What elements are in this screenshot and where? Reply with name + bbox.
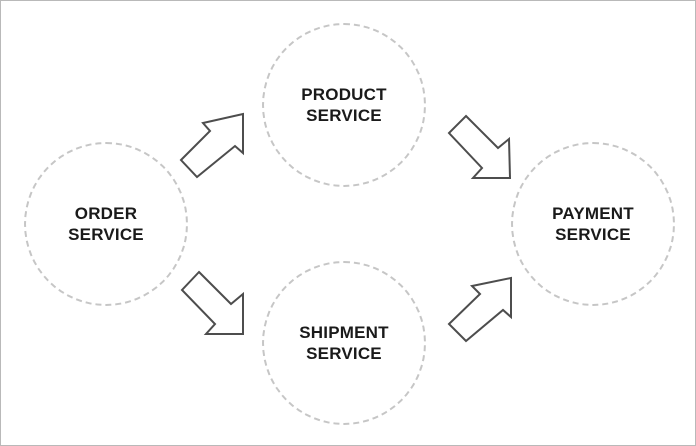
node-product-service: PRODUCT SERVICE [262,23,426,187]
arrow-order-to-shipment [180,270,244,335]
node-shipment-service: SHIPMENT SERVICE [262,261,426,425]
node-order-label: ORDER SERVICE [68,204,144,244]
node-payment-service: PAYMENT SERVICE [511,142,675,306]
arrow-product-to-payment [447,114,512,179]
arrow-order-to-product [179,112,244,179]
node-order-service: ORDER SERVICE [24,142,188,306]
node-shipment-label: SHIPMENT SERVICE [299,323,389,363]
node-product-label: PRODUCT SERVICE [301,85,387,125]
node-payment-label: PAYMENT SERVICE [552,204,634,244]
arrow-shipment-to-payment [447,276,512,343]
